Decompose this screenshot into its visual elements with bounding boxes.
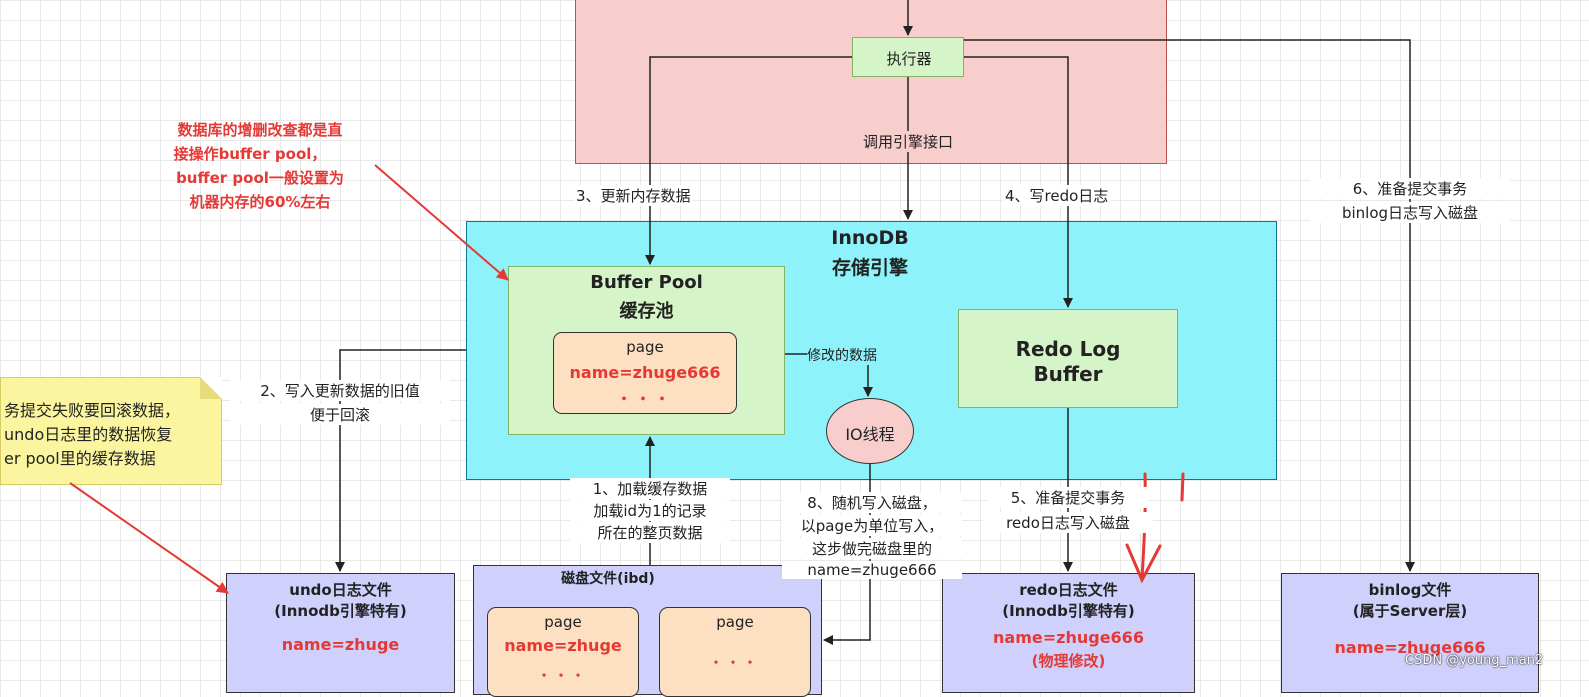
red-handwritten-arrowhead [1125, 543, 1162, 584]
arrow-write-redo [964, 56, 1073, 308]
step5-line2: redo日志写入磁盘 [983, 512, 1153, 533]
step3-label: 3、更新内存数据 [574, 185, 693, 206]
io-thread-circle [826, 398, 914, 464]
redo-file-subtitle: (Innodb引擎特有) [1002, 602, 1135, 620]
undo-log-file-box [226, 573, 455, 693]
step8-line2: 以page为单位写入， [782, 515, 962, 536]
step6-line1: 6、准备提交事务 [1310, 178, 1510, 199]
red-handwritten-tick [1180, 472, 1185, 502]
step4-label: 4、写redo日志 [1003, 185, 1111, 206]
disk-page1-ellipsis: ・・・ [537, 669, 589, 684]
redo-log-buffer-line2: Buffer [1033, 362, 1103, 386]
red-note-line1: 数据库的增删改查都是直 [177, 121, 343, 139]
disk-page1-box [487, 607, 639, 697]
red-pointer-arrow-1 [374, 164, 509, 281]
binlog-file-value: name=zhuge666 [1334, 638, 1486, 657]
csdn-watermark: CSDN @young_man2 [1405, 653, 1544, 668]
innodb-subtitle: 存储引擎 [831, 257, 908, 279]
sticky-note-line1: 务提交失败要回滚数据， [4, 401, 181, 420]
redo-file-note: (物理修改) [1031, 652, 1106, 670]
disk-page2-label: page [716, 613, 754, 631]
undo-file-title: undo日志文件 [289, 581, 392, 599]
sticky-note-line3: er pool里的缓存数据 [4, 449, 156, 468]
redo-file-value: name=zhuge666 [993, 628, 1144, 647]
io-thread-label: IO线程 [845, 425, 895, 444]
arrow-update-memory [645, 56, 852, 265]
executor-box: 执行器 [852, 37, 964, 77]
red-note-line3: buffer pool一般设置为 [176, 169, 344, 187]
red-note-line4: 机器内存的60%左右 [189, 193, 331, 211]
buffer-page-box [553, 332, 737, 414]
disk-page2-ellipsis: ・・・ [709, 656, 761, 671]
disk-page1-label: page [544, 613, 582, 631]
buffer-page-label: page [626, 338, 664, 356]
buffer-page-ellipsis: ・・・ [616, 390, 674, 408]
redo-log-buffer-line1: Redo Log [1015, 337, 1121, 361]
sticky-note-line2: undo日志里的数据恢复 [4, 425, 173, 444]
redo-log-file-box [942, 573, 1195, 693]
undo-file-subtitle: (Innodb引擎特有) [274, 602, 407, 620]
binlog-file-title: binlog文件 [1368, 581, 1452, 599]
innodb-title: InnoDB [831, 227, 909, 249]
step1-line1: 1、加载缓存数据 [570, 478, 730, 499]
arrow-binlog [964, 39, 1415, 572]
step6-line2: binlog日志写入磁盘 [1310, 202, 1510, 223]
red-pointer-arrow-2 [69, 482, 229, 594]
call-engine-label: 调用引擎接口 [848, 131, 968, 152]
binlog-file-box [1281, 573, 1539, 693]
step5-line1: 5、准备提交事务 [988, 487, 1148, 508]
buffer-pool-subtitle: 缓存池 [619, 301, 674, 322]
binlog-file-subtitle: (属于Server层) [1352, 602, 1468, 620]
redo-log-buffer-box [958, 309, 1178, 408]
redo-file-title: redo日志文件 [1019, 581, 1118, 599]
step1-line3: 所在的整页数据 [570, 522, 730, 543]
undo-file-value: name=zhuge [281, 635, 400, 654]
disk-page1-value: name=zhuge [504, 636, 622, 655]
sticky-note-fold [200, 377, 222, 399]
disk-page2-box [659, 607, 811, 697]
buffer-pool-title: Buffer Pool [590, 272, 703, 293]
disk-file-title: 磁盘文件(ibd) [561, 571, 655, 587]
arrow-write-undo [335, 349, 466, 572]
modified-data-label: 修改的数据 [807, 345, 877, 365]
executor-label: 执行器 [886, 50, 932, 68]
step8-line3: 这步做完磁盘里的 [782, 538, 962, 559]
step1-line2: 加载id为1的记录 [570, 500, 730, 521]
red-note-line2: 接操作buffer pool， [173, 145, 327, 163]
step8-line1: 8、随机写入磁盘， [782, 492, 962, 513]
step2-line2: 便于回滚 [230, 404, 450, 425]
step8-line4: name=zhuge666 [782, 561, 962, 579]
step2-line1: 2、写入更新数据的旧值 [230, 380, 450, 401]
buffer-page-value: name=zhuge666 [569, 363, 721, 382]
sticky-note [0, 377, 222, 485]
